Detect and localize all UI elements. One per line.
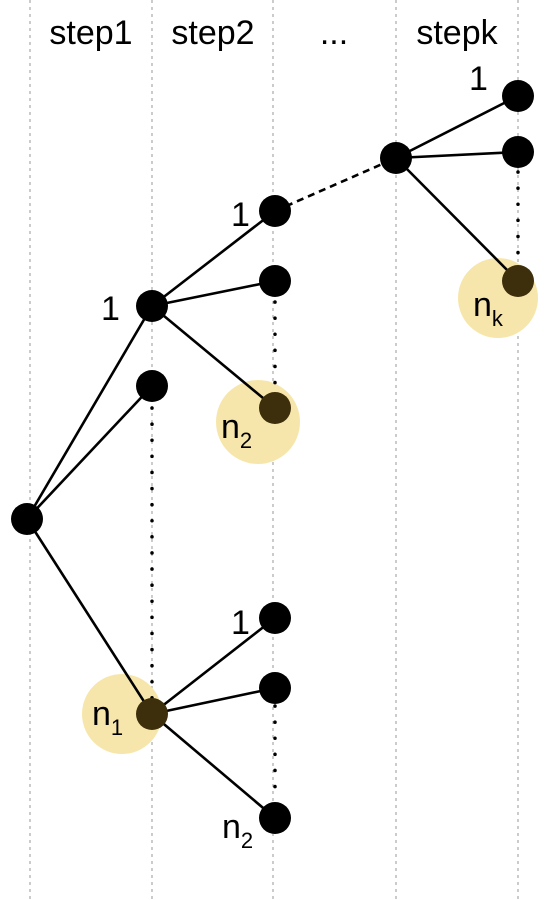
node [259,802,291,834]
node-highlighted [136,698,168,730]
edges [25,94,519,819]
edge [395,157,519,282]
node-label-n2-bottom: n2 [222,808,253,853]
edge [25,518,154,715]
node [259,672,291,704]
node-label-one: 1 [231,604,250,642]
edge [151,209,276,308]
edge [395,150,519,160]
node-label-one: 1 [469,60,488,98]
edge [25,305,154,520]
edge [151,713,276,819]
node [136,370,168,402]
edge [151,686,276,716]
column-label-ellipsis: ... [320,14,348,52]
node-label-n1: n1 [92,695,123,740]
nodes [11,80,534,834]
node [502,136,534,168]
node-highlighted [502,265,534,297]
column-headers: step1 step2 ... stepk [49,14,498,52]
node [259,265,291,297]
node-root [11,503,43,535]
column-label-stepk: stepk [416,14,498,52]
highlight-halos [82,258,538,754]
edge [151,279,276,308]
node [136,290,168,322]
node [259,195,291,227]
edge [151,304,276,410]
ellipsis-dots [150,170,520,802]
node-label-nk: nk [473,286,504,331]
edge [26,385,153,520]
column-label-step2: step2 [171,14,254,52]
node-highlighted [259,392,291,424]
edge [395,94,519,160]
edge [151,616,276,716]
highlight-halo-n1 [82,674,162,754]
edge-dashed [274,156,397,213]
node [502,80,534,112]
node [380,142,412,174]
node [259,602,291,634]
node-labels: 1 1 1 1 n2 nk n1 n2 [92,60,504,853]
node-label-one: 1 [231,196,250,234]
node-label-one: 1 [101,290,120,328]
node-label-n2-highlighted: n2 [221,408,252,453]
column-label-step1: step1 [49,14,132,52]
